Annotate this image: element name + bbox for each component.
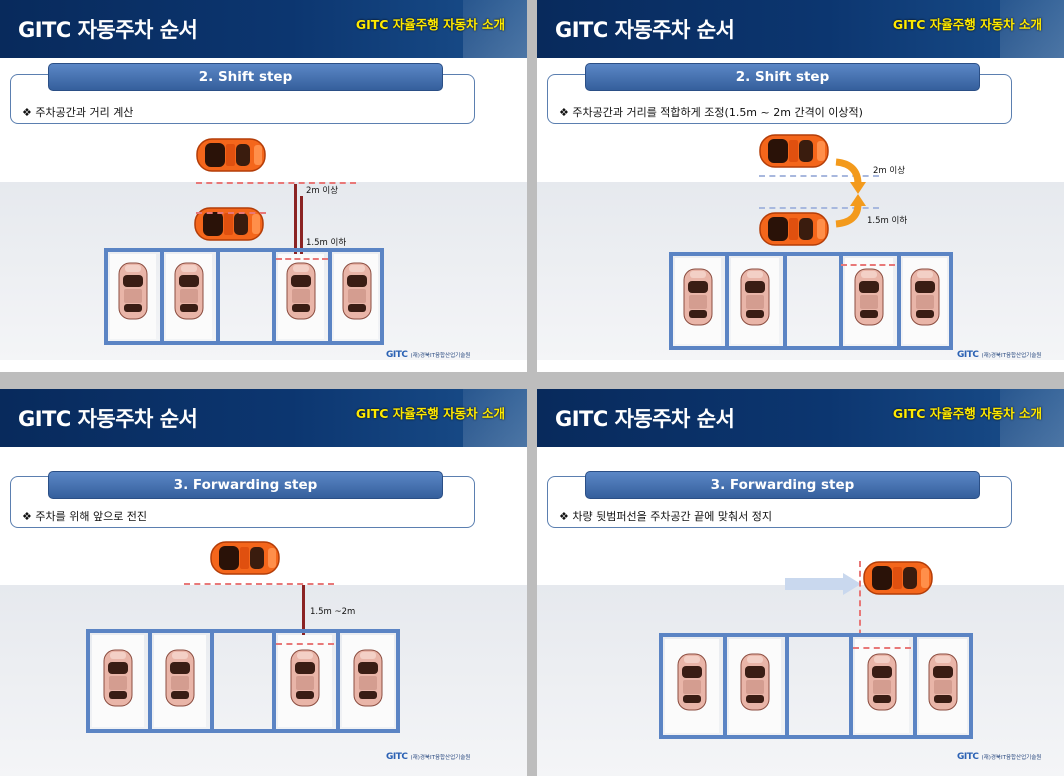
- distance-arrow: [300, 196, 303, 254]
- lot-divider: [160, 248, 164, 345]
- lot-divider: [783, 252, 787, 350]
- lot-divider: [216, 248, 220, 345]
- slide-1: GITC 자동주차 순서 GITC 자율주행 자동차 소개 2. Shift s…: [0, 0, 527, 372]
- lot-divider: [328, 248, 332, 345]
- lot-divider: [336, 629, 340, 733]
- parked-car: [353, 649, 383, 707]
- gitc-logo: GITC(재)경북IT융합산업기술원: [386, 752, 471, 762]
- lot-divider: [723, 633, 727, 739]
- orange-car: [210, 541, 280, 575]
- slide-header: GITC 자동주차 순서 GITC 자율주행 자동차 소개: [537, 389, 1064, 447]
- slide-subtitle: GITC 자율주행 자동차 소개: [892, 406, 1042, 421]
- parking-ground: [0, 182, 527, 360]
- parked-car: [286, 262, 316, 320]
- slide-subtitle: GITC 자율주행 자동차 소개: [355, 17, 505, 32]
- header-decoration: [463, 0, 527, 58]
- distance-arrow: [294, 184, 297, 254]
- parking-lot: [659, 633, 973, 739]
- orange-car: [863, 561, 933, 595]
- guide-line: [196, 182, 356, 184]
- distance-label: 2m 이상: [873, 166, 906, 176]
- lot-divider: [272, 629, 276, 733]
- gitc-logo: GITC(재)경북IT융합산업기술원: [957, 752, 1042, 762]
- parked-car: [342, 262, 372, 320]
- slide-2: GITC 자동주차 순서 GITC 자율주행 자동차 소개 2. Shift s…: [537, 0, 1064, 372]
- orange-car: [759, 134, 829, 168]
- bullet-text: ❖ 주차를 위해 앞으로 전진: [22, 510, 148, 523]
- bullet-text: ❖ 주차공간과 거리 계산: [22, 106, 134, 119]
- step-banner: 3. Forwarding step: [585, 471, 980, 499]
- guide-line: [853, 647, 911, 649]
- lot-divider: [725, 252, 729, 350]
- bullet-text: ❖ 차량 뒷범퍼선을 주차공간 끝에 맞춰서 정지: [559, 510, 772, 523]
- parked-car: [174, 262, 204, 320]
- bullet-text: ❖ 주차공간과 거리를 적합하게 조정(1.5m ~ 2m 간격이 이상적): [559, 106, 863, 119]
- orange-car: [196, 138, 266, 172]
- slide-title: GITC 자동주차 순서: [555, 407, 735, 431]
- header-decoration: [1000, 0, 1064, 58]
- parked-car: [740, 268, 770, 326]
- guide-line: [759, 175, 879, 177]
- lot-divider: [148, 629, 152, 733]
- distance-arrow: [302, 585, 305, 639]
- slide-title: GITC 자동주차 순서: [555, 18, 735, 42]
- adjust-arrows: [835, 158, 866, 228]
- gitc-logo: GITC(재)경북IT융합산업기술원: [386, 350, 471, 360]
- guide-line: [841, 264, 895, 266]
- parking-lot: [669, 252, 953, 350]
- parked-car: [867, 653, 897, 711]
- distance-label: 1.5m ~2m: [310, 607, 356, 617]
- lot-divider: [897, 252, 901, 350]
- step-banner: 3. Forwarding step: [48, 471, 443, 499]
- parked-car: [910, 268, 940, 326]
- lot-divider: [785, 633, 789, 739]
- distance-label: 1.5m 이하: [867, 216, 908, 226]
- guide-line: [184, 583, 334, 585]
- header-decoration: [463, 389, 527, 447]
- header-decoration: [1000, 389, 1064, 447]
- guide-line: [196, 212, 266, 214]
- lot-divider: [849, 633, 853, 739]
- guide-line: [276, 643, 334, 645]
- guide-line: [859, 561, 861, 665]
- forward-arrow-icon: [785, 573, 861, 595]
- slide-header: GITC 자동주차 순서 GITC 자율주행 자동차 소개: [0, 389, 527, 447]
- lot-divider: [210, 629, 214, 733]
- parked-car: [683, 268, 713, 326]
- lot-divider: [272, 248, 276, 345]
- parked-car: [118, 262, 148, 320]
- gitc-logo: GITC(재)경북IT융합산업기술원: [957, 350, 1042, 360]
- parked-car: [103, 649, 133, 707]
- step-banner: 2. Shift step: [48, 63, 443, 91]
- slide-subtitle: GITC 자율주행 자동차 소개: [892, 17, 1042, 32]
- slide-header: GITC 자동주차 순서 GITC 자율주행 자동차 소개: [0, 0, 527, 58]
- distance-label: 1.5m 이하: [306, 238, 347, 248]
- slide-subtitle: GITC 자율주행 자동차 소개: [355, 406, 505, 421]
- parking-ground: [537, 585, 1064, 776]
- parked-car: [928, 653, 958, 711]
- parking-lot: [86, 629, 400, 733]
- parking-lot: [104, 248, 384, 345]
- guide-line: [276, 258, 328, 260]
- lot-divider: [839, 252, 843, 350]
- parked-car: [677, 653, 707, 711]
- parking-ground: [537, 182, 1064, 360]
- orange-car: [759, 212, 829, 246]
- slide-4: GITC 자동주차 순서 GITC 자율주행 자동차 소개 3. Forward…: [537, 389, 1064, 776]
- parked-car: [165, 649, 195, 707]
- parked-car: [854, 268, 884, 326]
- slide-title: GITC 자동주차 순서: [18, 18, 198, 42]
- slide-title: GITC 자동주차 순서: [18, 407, 198, 431]
- parked-car: [290, 649, 320, 707]
- guide-line: [759, 207, 879, 209]
- distance-label: 2m 이상: [306, 186, 339, 196]
- step-banner: 2. Shift step: [585, 63, 980, 91]
- slide-3: GITC 자동주차 순서 GITC 자율주행 자동차 소개 3. Forward…: [0, 389, 527, 776]
- lot-divider: [913, 633, 917, 739]
- parked-car: [740, 653, 770, 711]
- slide-header: GITC 자동주차 순서 GITC 자율주행 자동차 소개: [537, 0, 1064, 58]
